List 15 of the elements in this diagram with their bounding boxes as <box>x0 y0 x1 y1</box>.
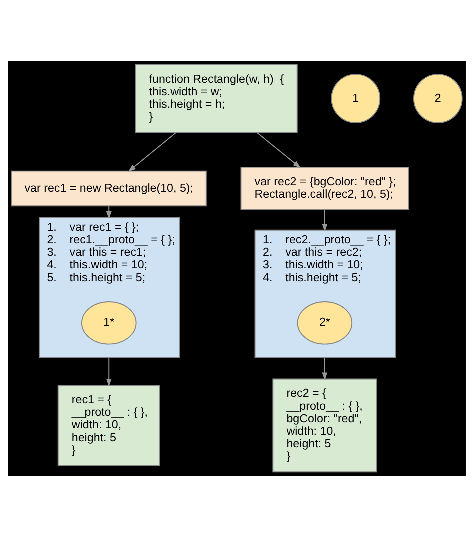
arrow <box>106 356 112 386</box>
node-circle: 1 <box>331 74 381 123</box>
node-ellipse: 1* <box>82 301 137 344</box>
node-box: var rec1 = new Rectangle(10, 5); <box>11 170 207 206</box>
arrow <box>256 132 301 168</box>
arrow <box>322 209 328 232</box>
node-box: rec2 = { __proto__ : { }, bgColor: "red", width: 10, height: 5 } <box>272 378 378 472</box>
node-box: function Rectangle(w, h) { this.width = w; this.height = h; } <box>135 64 298 133</box>
node-ellipse: 2* <box>297 301 353 344</box>
node-circle: 2 <box>414 74 463 123</box>
node-box: rec1 = { __proto__ : { }, width: 10, height: 5 } <box>58 384 160 466</box>
arrow <box>322 356 328 380</box>
node-box: var rec2 = {bgColor: "red" }; Rectangle.call(rec2, 10, 5); <box>240 166 410 210</box>
arrow <box>106 205 112 219</box>
arrow <box>128 132 177 172</box>
